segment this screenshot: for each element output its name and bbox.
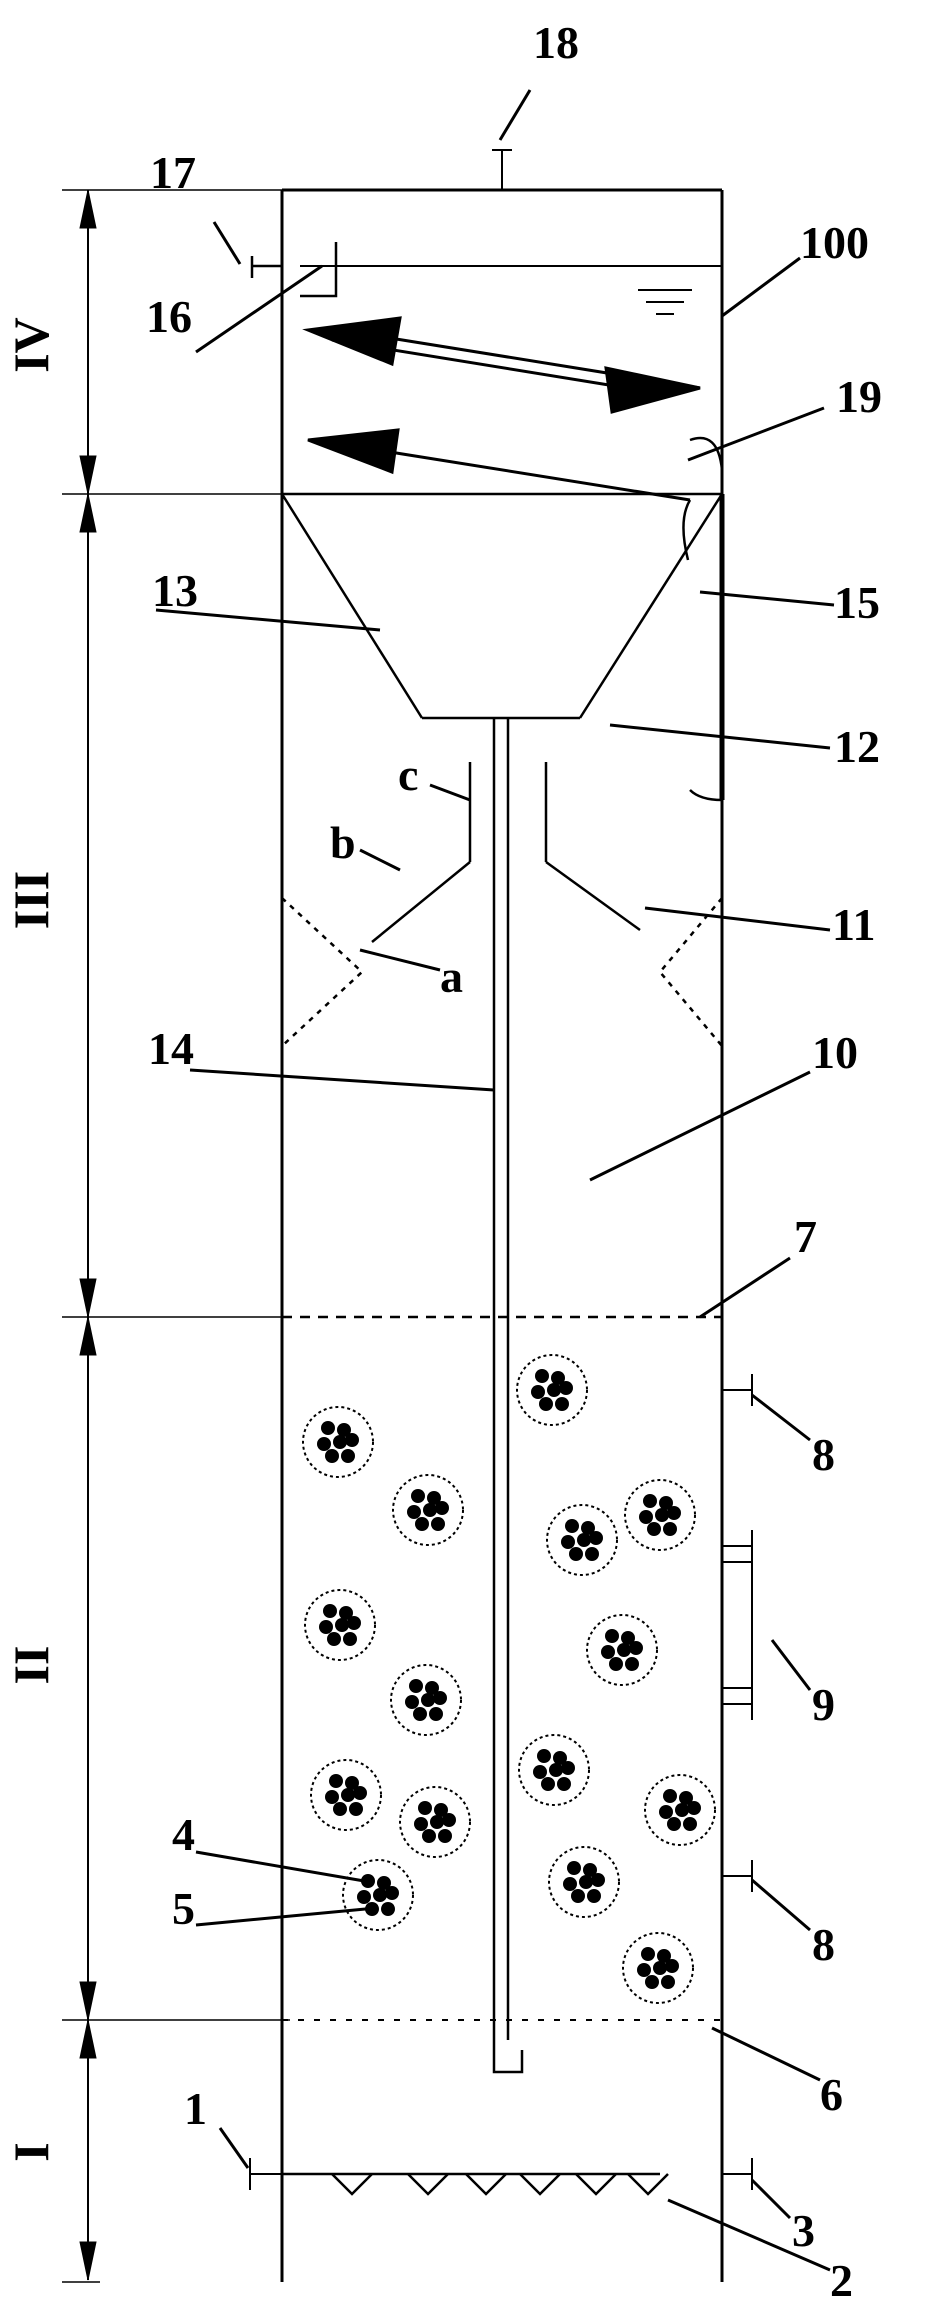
sludge-granule bbox=[586, 1614, 658, 1686]
down-pipe bbox=[492, 718, 524, 2074]
separator-baffles bbox=[281, 762, 723, 1047]
sludge-granule bbox=[304, 1589, 376, 1661]
label-16: 16 bbox=[146, 291, 192, 342]
water-distributor bbox=[282, 2172, 669, 2196]
label-17: 17 bbox=[150, 147, 196, 198]
zone-dimension-line bbox=[62, 189, 290, 2283]
label-15: 15 bbox=[834, 577, 880, 628]
sludge-granule bbox=[310, 1759, 382, 1831]
sludge-granule bbox=[546, 1504, 618, 1576]
sludge-granule bbox=[390, 1664, 462, 1736]
sludge-granule bbox=[302, 1406, 374, 1478]
gas-hood bbox=[280, 492, 724, 720]
sludge-granule bbox=[392, 1474, 464, 1546]
sludge-granule bbox=[624, 1479, 696, 1551]
zone-label-iii: III bbox=[3, 871, 59, 929]
liquid-level bbox=[300, 265, 722, 315]
label-3: 3 bbox=[792, 2205, 815, 2256]
label-13: 13 bbox=[152, 565, 198, 616]
label-19: 19 bbox=[836, 371, 882, 422]
sludge-granule bbox=[399, 1786, 471, 1858]
sludge-granule bbox=[516, 1354, 588, 1426]
label-5: 5 bbox=[172, 1883, 195, 1934]
sludge-granule bbox=[548, 1846, 620, 1918]
label-6: 6 bbox=[820, 2069, 843, 2120]
zone-label-iv: IV bbox=[3, 317, 59, 373]
gas-outlet-pipe bbox=[492, 149, 512, 190]
label-b: b bbox=[330, 817, 356, 868]
riser-pipe bbox=[682, 436, 725, 802]
label-18: 18 bbox=[533, 17, 579, 68]
label-9: 9 bbox=[812, 1679, 835, 1730]
label-8-lower: 8 bbox=[812, 1919, 835, 1970]
zone-label-i: I bbox=[3, 2142, 59, 2161]
leader-lines bbox=[155, 89, 835, 2272]
label-12: 12 bbox=[834, 721, 880, 772]
side-ports bbox=[722, 1374, 753, 1892]
label-1: 1 bbox=[184, 2083, 207, 2134]
sludge-granule bbox=[342, 1859, 414, 1931]
sludge-granule bbox=[518, 1734, 590, 1806]
sludge-granules bbox=[302, 1354, 716, 2004]
sludge-granule bbox=[644, 1774, 716, 1846]
label-c: c bbox=[398, 749, 418, 800]
label-4: 4 bbox=[172, 1809, 195, 1860]
circulation-arrows bbox=[302, 316, 701, 502]
label-8-upper: 8 bbox=[812, 1429, 835, 1480]
label-100: 100 bbox=[800, 217, 869, 268]
label-7: 7 bbox=[794, 1211, 817, 1262]
label-10: 10 bbox=[812, 1027, 858, 1078]
label-14: 14 bbox=[148, 1023, 194, 1074]
label-2: 2 bbox=[830, 2255, 853, 2300]
sludge-granule bbox=[622, 1932, 694, 2004]
inlet-pipes bbox=[249, 2158, 753, 2190]
zone-label-ii: II bbox=[3, 1646, 59, 1685]
effluent-weir bbox=[250, 242, 338, 298]
label-a: a bbox=[440, 951, 463, 1002]
label-11: 11 bbox=[832, 899, 875, 950]
